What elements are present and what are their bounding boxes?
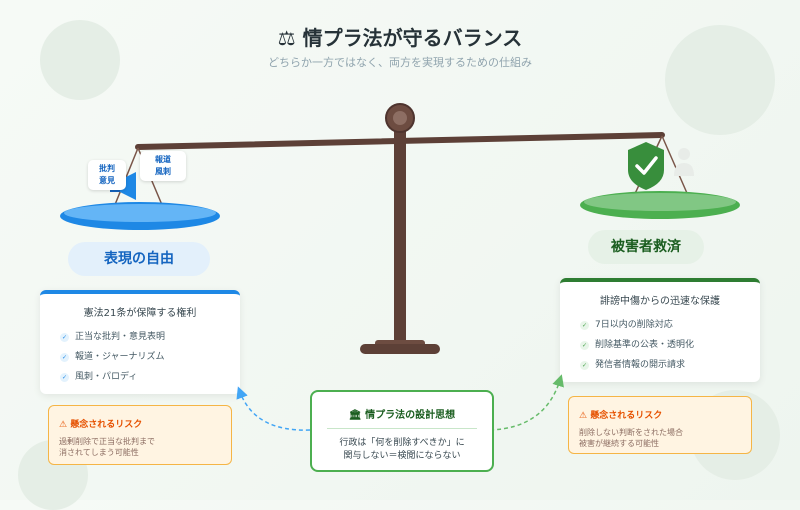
page-title: ⚖ 情プラ法が守るバランス: [277, 26, 523, 50]
tag-press-satire: 報道 風刺: [140, 151, 186, 181]
check-icon: ✓: [580, 341, 589, 350]
freedom-of-expression-label: 表現の自由: [68, 242, 210, 276]
page-subtitle: どちらか一方ではなく、両方を実現するための仕組み: [268, 56, 532, 69]
check-icon: ✓: [60, 353, 69, 362]
list-item: ✓報道・ジャーナリズム: [60, 352, 165, 362]
expression-card-heading: 憲法21条が保障する権利: [83, 308, 197, 319]
left-risk-title: ⚠ 懸念されるリスク: [59, 420, 143, 430]
left-risk-box: ⚠ 懸念されるリスク 過剰削除で正当な批判まで 消されてしまう可能性: [48, 405, 232, 465]
list-item: ✓発信者情報の開示請求: [580, 360, 686, 370]
victim-card-heading: 誹謗中傷からの迅速な保護: [600, 296, 720, 307]
design-philosophy-box: 🏛 情プラ法の設計思想 行政は「何を削除すべきか」に 関与しない＝検閲にならない: [310, 390, 494, 472]
arrow-to-expression: [236, 386, 311, 431]
scale-beam: [135, 132, 665, 150]
shield-check-icon: [628, 142, 664, 190]
scale-base: [360, 344, 440, 354]
arrow-to-victim: [489, 374, 564, 431]
decor-circle: [40, 20, 120, 100]
check-icon: ✓: [60, 373, 69, 382]
check-icon: ✓: [580, 361, 589, 370]
scale-pillar: [394, 120, 406, 345]
list-item: ✓風刺・パロディ: [60, 372, 138, 382]
list-item: ✓7日以内の削除対応: [580, 320, 673, 330]
list-item: ✓正当な批判・意見表明: [60, 332, 166, 342]
divider: [327, 428, 477, 429]
tag-critique: 批判 意見: [88, 160, 126, 190]
list-item: ✓削除基準の公表・透明化: [580, 340, 695, 350]
check-icon: ✓: [60, 333, 69, 342]
victim-relief-label: 被害者救済: [588, 230, 704, 264]
right-risk-body: 削除しない判断をされた場合 被害が継続する可能性: [579, 428, 683, 448]
design-philosophy-body: 行政は「何を削除すべきか」に 関与しない＝検閲にならない: [339, 438, 465, 461]
victim-card: 誹謗中傷からの迅速な保護 ✓7日以内の削除対応 ✓削除基準の公表・透明化 ✓発信…: [560, 278, 760, 382]
design-philosophy-title: 🏛 情プラ法の設計思想: [348, 410, 456, 421]
expression-card: 憲法21条が保障する権利 ✓正当な批判・意見表明 ✓報道・ジャーナリズム ✓風刺…: [40, 290, 240, 394]
person-icon: [674, 148, 694, 176]
right-risk-box: ⚠ 懸念されるリスク 削除しない判断をされた場合 被害が継続する可能性: [568, 396, 752, 454]
right-risk-title: ⚠ 懸念されるリスク: [579, 411, 663, 421]
left-risk-body: 過剰削除で正当な批判まで 消されてしまう可能性: [59, 437, 155, 457]
check-icon: ✓: [580, 321, 589, 330]
decor-circle: [665, 25, 775, 135]
